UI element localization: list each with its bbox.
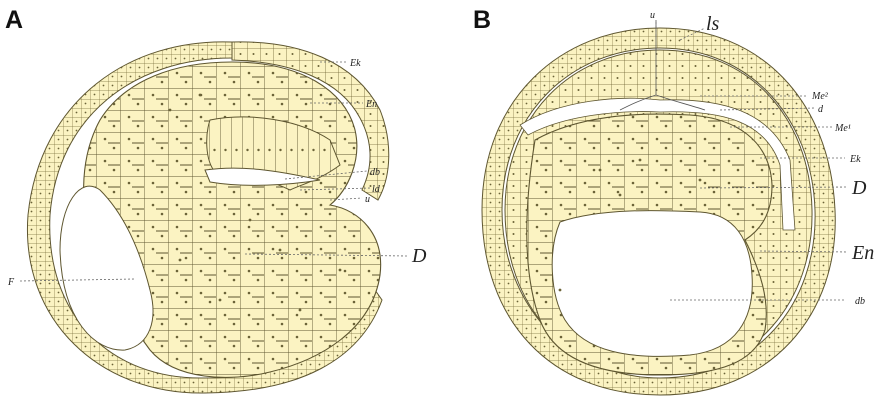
panel-b: B u ls Me² d Me¹ Ek: [473, 6, 874, 395]
label-b-ls: ls: [706, 13, 720, 35]
label-b-d-small: d: [818, 104, 824, 115]
panel-b-letter: B: [473, 6, 491, 34]
label-a-db: db: [370, 167, 380, 178]
label-a-en: En: [365, 99, 377, 110]
label-b-d: D: [851, 177, 867, 199]
label-b-me1: Me¹: [834, 123, 851, 134]
label-a-d: D: [411, 245, 427, 267]
label-b-en: En: [851, 242, 874, 264]
label-b-ek: Ek: [849, 154, 861, 165]
label-b-u: u: [650, 10, 655, 21]
label-b-db: db: [855, 296, 865, 307]
panel-b-archenteron-cavity: [552, 211, 752, 357]
label-a-ek: Ek: [349, 58, 361, 69]
label-a-f: F: [7, 277, 15, 288]
label-b-me2: Me²: [811, 91, 829, 102]
panel-a-letter: A: [5, 6, 23, 34]
label-a-u: u: [365, 194, 370, 205]
panel-a: A Ek En db ld u D: [5, 6, 427, 393]
label-a-ld: ld: [372, 184, 381, 195]
